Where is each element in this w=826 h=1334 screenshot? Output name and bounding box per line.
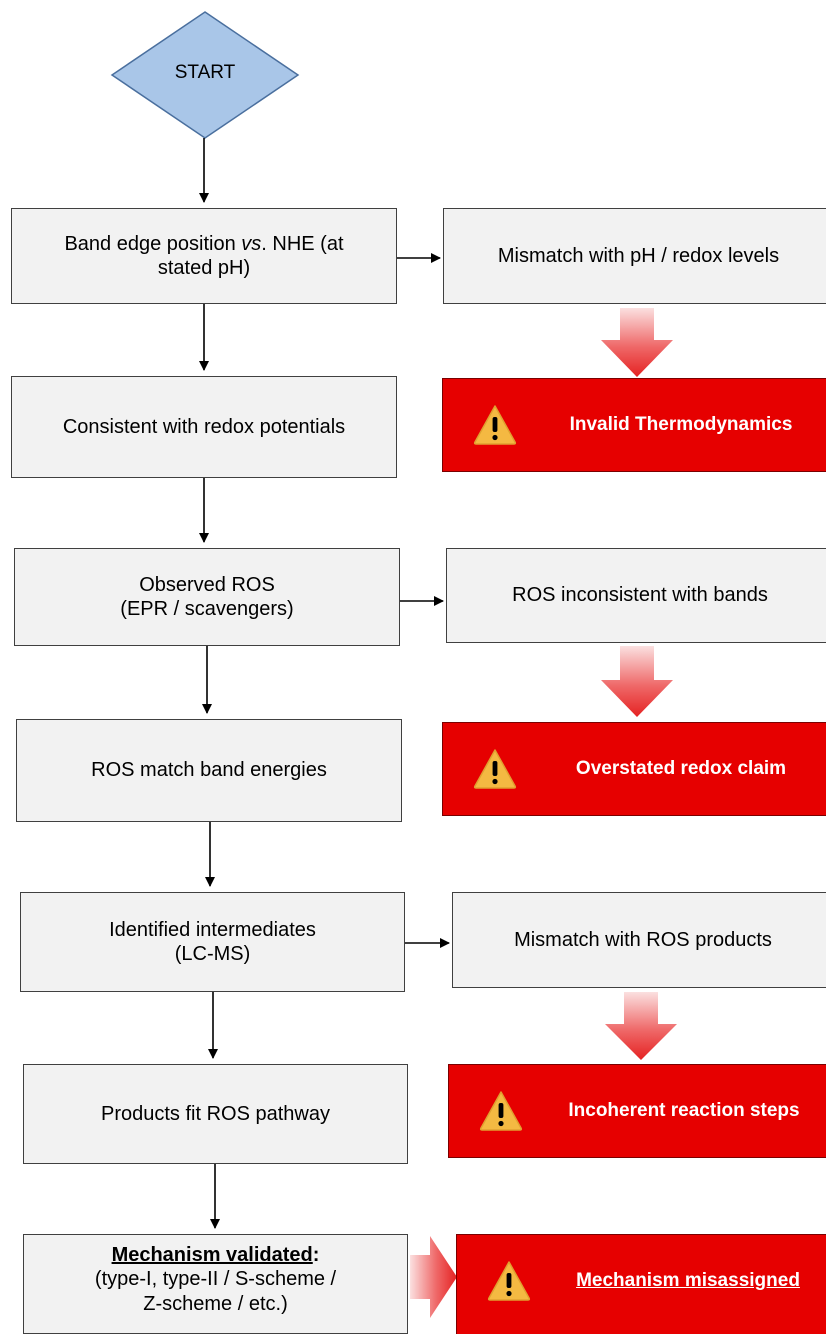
step-intermediates-line1: Identified intermediates xyxy=(109,918,316,941)
failure-mechanism-misassigned: Mechanism misassigned xyxy=(456,1234,826,1334)
warning-icon xyxy=(487,1260,531,1301)
red-arrow-check3-to-failure3 xyxy=(605,992,677,1060)
step-products-fit: Products fit ROS pathway xyxy=(23,1064,408,1164)
start-diamond xyxy=(110,11,300,139)
step-band-edge-line1: Band edge position vs. NHE (at xyxy=(64,232,344,255)
final-line2: (type-I, type-II / S-scheme / xyxy=(94,1268,337,1291)
failure-invalid-thermodynamics-label: Invalid Thermodynamics xyxy=(569,414,793,435)
check-ros-inconsistent: ROS inconsistent with bands xyxy=(446,548,826,643)
step-band-edge-position: Band edge position vs. NHE (at stated pH… xyxy=(11,208,397,304)
check-ros-inconsistent-label: ROS inconsistent with bands xyxy=(512,584,768,607)
warning-icon xyxy=(473,405,517,445)
failure-overstated-redox: Overstated redox claim xyxy=(442,722,826,816)
step-observed-ros: Observed ROS (EPR / scavengers) xyxy=(14,548,400,646)
step-products-fit-label: Products fit ROS pathway xyxy=(101,1102,330,1125)
start-label: START xyxy=(174,62,236,83)
step-ros-match-bands-label: ROS match band energies xyxy=(91,759,327,782)
final-title: Mechanism validated xyxy=(111,1244,313,1266)
check-mismatch-ph-redox: Mismatch with pH / redox levels xyxy=(443,208,826,304)
final-title-line: Mechanism validated: xyxy=(111,1244,320,1266)
failure-incoherent-steps: Incoherent reaction steps xyxy=(448,1064,826,1158)
failure-incoherent-steps-label: Incoherent reaction steps xyxy=(568,1100,800,1121)
check-mismatch-ros-products: Mismatch with ROS products xyxy=(452,892,826,988)
failure-mechanism-misassigned-label: Mechanism misassigned xyxy=(576,1269,800,1291)
warning-icon xyxy=(479,1091,523,1131)
check-mismatch-ros-products-label: Mismatch with ROS products xyxy=(514,928,772,951)
final-line3: Z-scheme / etc.) xyxy=(143,1292,288,1315)
red-arrow-check1-to-failure1 xyxy=(601,308,673,377)
step-ros-match-bands: ROS match band energies xyxy=(16,719,402,822)
step-consistent-redox: Consistent with redox potentials xyxy=(11,376,397,478)
red-arrow-check2-to-failure2 xyxy=(601,646,673,717)
step-band-edge-line2: stated pH) xyxy=(157,257,251,279)
step-observed-ros-line1: Observed ROS xyxy=(139,573,275,596)
step-consistent-redox-label: Consistent with redox potentials xyxy=(62,415,346,438)
step-intermediates-line2: (LC-MS) xyxy=(174,943,251,965)
check-mismatch-ph-redox-label: Mismatch with pH / redox levels xyxy=(497,244,780,267)
red-arrow-final-to-failure4 xyxy=(410,1236,457,1318)
failure-overstated-redox-label: Overstated redox claim xyxy=(575,758,787,779)
failure-invalid-thermodynamics: Invalid Thermodynamics xyxy=(442,378,826,472)
warning-icon xyxy=(473,749,517,789)
step-identified-intermediates: Identified intermediates (LC-MS) xyxy=(20,892,405,992)
step-observed-ros-line2: (EPR / scavengers) xyxy=(120,598,294,620)
step-mechanism-validated: Mechanism validated: (type-I, type-II / … xyxy=(23,1234,408,1334)
